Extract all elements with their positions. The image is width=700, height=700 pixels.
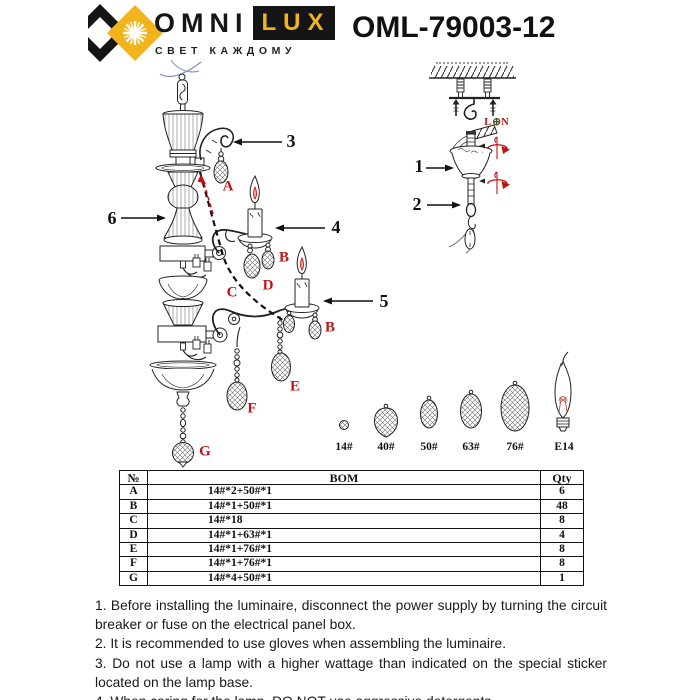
- wiring-neutral: N: [501, 117, 510, 128]
- callout-2: 2: [412, 194, 422, 214]
- crystal-63-icon: [460, 389, 482, 429]
- row-d-qty: 4: [540, 527, 584, 543]
- row-e-qty: 8: [540, 541, 584, 558]
- callout-4: 4: [331, 217, 341, 237]
- brand-tagline: СВЕТ КАЖДОМУ: [155, 45, 297, 57]
- bom-row-g: G 14#*4+50#*1 1: [119, 570, 584, 587]
- mark-a: A: [222, 178, 234, 195]
- row-g-qty: 1: [540, 570, 584, 587]
- brand-mark-icon: [88, 4, 163, 62]
- earth-icon: ⊕: [492, 117, 502, 128]
- row-a-num: A: [119, 484, 148, 500]
- perforation-dots: [436, 62, 508, 64]
- bulb-e14-icon: [554, 351, 572, 432]
- callout-5: 5: [379, 291, 389, 311]
- safety-instructions: 1. Before installing the luminaire, disc…: [95, 596, 607, 700]
- bom-row-e: E 14#*1+76#*1 8: [119, 541, 584, 558]
- crystal-legend-icons: [339, 351, 572, 438]
- mark-c: C: [226, 284, 238, 301]
- callout-arrows: [121, 138, 461, 305]
- wiring-live: L: [484, 117, 493, 128]
- crystal-50-icon: [420, 395, 438, 429]
- ceiling-mount-diagram: [429, 66, 516, 254]
- mark-b-upper: B: [278, 249, 290, 266]
- row-c-num: C: [119, 513, 148, 529]
- callout-3: 3: [286, 131, 296, 151]
- mark-e: E: [289, 378, 301, 395]
- row-e-bom: 14#*1+76#*1: [147, 541, 541, 558]
- row-b-qty: 48: [540, 498, 584, 515]
- brand-logo: OMNI LUX СВЕТ КАЖДОМУ: [88, 2, 335, 62]
- row-f-qty: 8: [540, 556, 584, 572]
- row-e-num: E: [119, 541, 148, 558]
- mark-d: D: [262, 277, 274, 294]
- row-g-bom: 14#*4+50#*1: [147, 570, 541, 587]
- row-b-num: B: [119, 498, 148, 515]
- bom-row-a: A 14#*2+50#*1 6: [119, 484, 584, 500]
- mark-g: G: [199, 443, 211, 460]
- instruction-3: 3. Do not use a lamp with a higher watta…: [95, 655, 607, 690]
- row-b-bom: 14#*1+50#*1: [147, 498, 541, 515]
- legend-label-14: 14#: [335, 441, 353, 453]
- bom-row-d: D 14#*1+63#*1 4: [119, 527, 584, 543]
- wiring-label: L⊕N: [484, 116, 509, 128]
- col-header-num: №: [119, 469, 148, 486]
- legend-label-50: 50#: [420, 441, 438, 453]
- crystal-40-icon: [373, 403, 399, 438]
- bom-header-row: № BOM Qty: [119, 469, 584, 486]
- row-d-bom: 14#*1+63#*1: [147, 527, 541, 543]
- chandelier-diagram: [149, 59, 322, 468]
- bom-row-b: B 14#*1+50#*1 48: [119, 498, 584, 515]
- instruction-2: 2. It is recommended to use gloves when …: [95, 636, 507, 652]
- row-a-qty: 6: [540, 484, 584, 500]
- brand-name-accent: LUX: [252, 6, 335, 40]
- bom-row-c: C 14#*18 8: [119, 513, 584, 529]
- legend-label-e14: E14: [554, 441, 574, 453]
- row-a-bom: 14#*2+50#*1: [147, 484, 541, 500]
- crystal-76-icon: [500, 380, 530, 432]
- legend-label-63: 63#: [462, 441, 480, 453]
- legend-label-76: 76#: [506, 441, 524, 453]
- row-c-bom: 14#*18: [147, 513, 541, 529]
- garland-c-path: [197, 171, 287, 323]
- row-g-num: G: [119, 570, 148, 587]
- row-f-num: F: [119, 556, 148, 572]
- col-header-bom: BOM: [147, 469, 541, 486]
- model-number: OML-79003-12: [352, 11, 556, 44]
- bom-row-f: F 14#*1+76#*1 8: [119, 556, 584, 572]
- brand-name-primary: OMNI: [154, 7, 249, 38]
- row-d-num: D: [119, 527, 148, 543]
- mark-f: F: [247, 400, 257, 417]
- instruction-1: 1. Before installing the luminaire, disc…: [95, 598, 607, 633]
- col-header-qty: Qty: [540, 469, 584, 486]
- callout-6: 6: [107, 208, 117, 228]
- row-c-qty: 8: [540, 513, 584, 529]
- row-f-bom: 14#*1+76#*1: [147, 556, 541, 572]
- legend-label-40: 40#: [377, 441, 395, 453]
- instruction-4: 4. When caring for the lamp, DO NOT use …: [95, 692, 607, 700]
- mark-b-lower: B: [324, 319, 336, 336]
- bom-table: № BOM Qty A 14#*2+50#*1 6 B 14#*1+50#*1 …: [119, 469, 584, 587]
- crystal-14-icon: [339, 420, 349, 430]
- callout-1: 1: [414, 156, 424, 176]
